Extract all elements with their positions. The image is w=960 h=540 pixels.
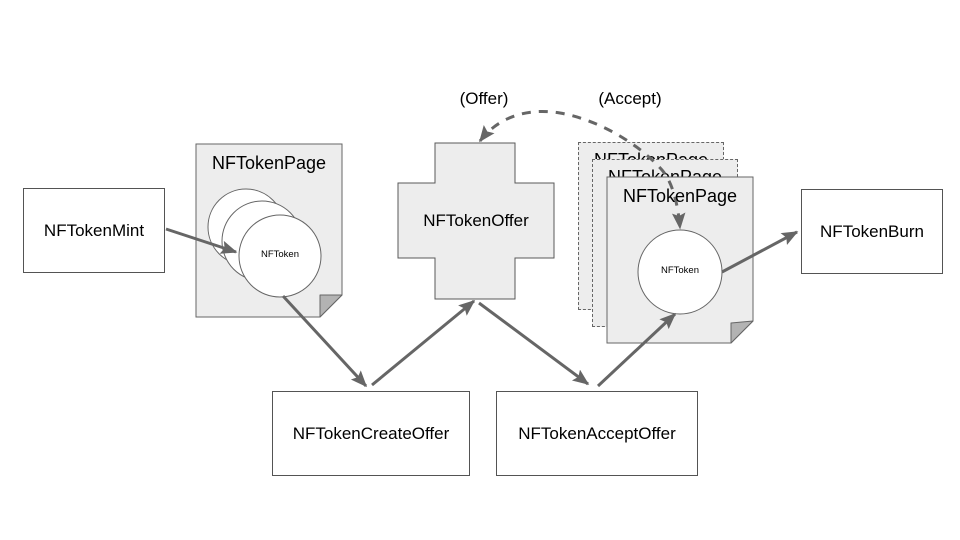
nftoken-mint-box: NFTokenMint	[23, 188, 165, 273]
offer-annotation: (Offer)	[459, 89, 509, 108]
left-page-title: NFTokenPage	[211, 153, 327, 173]
nftoken-create-offer-box: NFTokenCreateOffer	[272, 391, 470, 476]
arrow-offer-to-acceptoffer	[478, 301, 590, 386]
nftoken-burn-box: NFTokenBurn	[801, 189, 943, 274]
arrow-token-to-burn	[721, 230, 799, 274]
token-label: NFToken	[660, 265, 699, 276]
page-fold	[730, 320, 754, 344]
nftoken-accept-offer-box: NFTokenAcceptOffer	[496, 391, 698, 476]
accept-annotation: (Accept)	[598, 89, 662, 108]
arrow-createoffer-to-offer	[371, 299, 476, 387]
arrow-mint-to-page	[165, 227, 238, 254]
arrow-token-to-createoffer	[281, 294, 368, 388]
arrow-acceptoffer-to-token	[596, 312, 677, 388]
page-fold	[319, 294, 343, 318]
arc-offer-accept	[478, 109, 686, 230]
token-label: NFToken	[260, 249, 299, 260]
node-label: NFTokenMint	[43, 220, 145, 240]
token-circle-front	[238, 214, 322, 298]
node-label: NFTokenCreateOffer	[292, 423, 450, 443]
right-page-title: NFTokenPage	[622, 186, 738, 206]
nftoken-offer-label: NFTokenOffer	[423, 211, 529, 230]
node-label: NFTokenAcceptOffer	[518, 423, 676, 443]
node-label: NFTokenBurn	[820, 221, 924, 241]
